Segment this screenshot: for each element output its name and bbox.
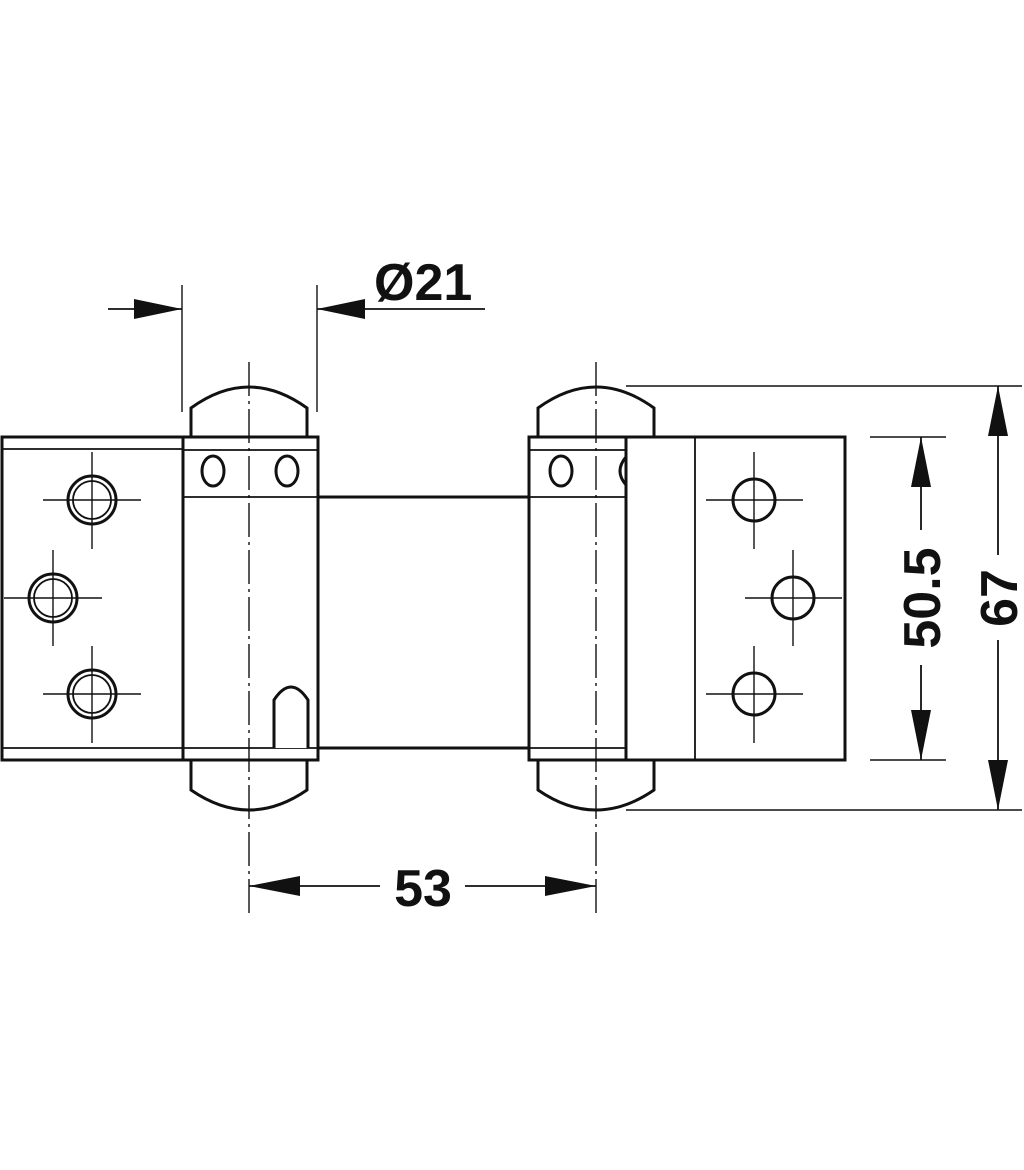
outer-height-dimension: 67 (626, 385, 1024, 811)
pitch-label: 53 (394, 860, 452, 918)
left-screw-hole-3 (43, 646, 141, 743)
right-screw-hole-3 (706, 646, 803, 743)
right-barrel-hole-1 (548, 454, 574, 488)
diameter-dimension: Ø21 (108, 254, 485, 412)
diameter-label: Ø21 (374, 254, 472, 312)
outer-height-label: 67 (971, 569, 1024, 627)
pitch-dimension: 53 (249, 860, 596, 918)
left-screw-hole-1 (43, 452, 141, 549)
right-screw-hole-1 (706, 452, 803, 549)
left-adjust-slot (272, 685, 310, 748)
left-screw-hole-2 (4, 550, 102, 646)
inner-height-dimension: 50.5 (870, 436, 952, 761)
right-barrel-body (527, 435, 628, 762)
left-barrel-hole-1 (200, 454, 226, 488)
left-barrel-hole-2 (274, 454, 300, 488)
right-leaf (624, 435, 847, 762)
left-leaf (0, 435, 185, 762)
center-connector (316, 495, 531, 750)
inner-height-label: 50.5 (894, 547, 952, 648)
right-screw-hole-2 (745, 550, 842, 646)
